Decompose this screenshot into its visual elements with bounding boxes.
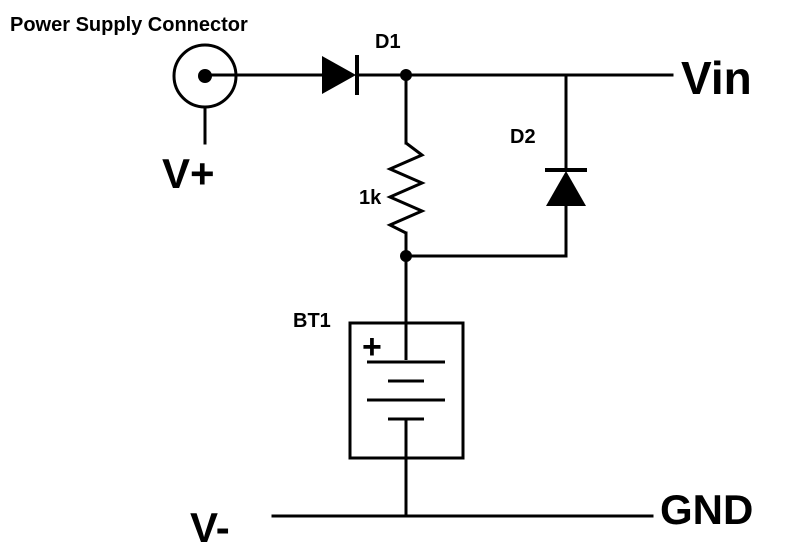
gnd-label: GND [660, 486, 753, 533]
v-minus-label: V- [190, 504, 230, 544]
resistor-label: 1k [359, 187, 382, 209]
resistor-1k [386, 141, 426, 235]
vin-label: Vin [681, 52, 752, 104]
battery-label: BT1 [293, 310, 331, 332]
d1-label: D1 [375, 31, 401, 53]
connector-center-pin [198, 69, 212, 83]
diode-d2 [545, 168, 587, 206]
battery-bt1 [348, 321, 465, 460]
connector-label: Power Supply Connector [10, 14, 248, 36]
battery-plus-sign: + [362, 328, 382, 366]
diode-d1 [322, 55, 359, 95]
d2-anode-triangle [546, 171, 586, 206]
d2-label: D2 [510, 126, 536, 148]
d1-anode-triangle [322, 56, 356, 94]
v-plus-label: V+ [162, 150, 215, 197]
